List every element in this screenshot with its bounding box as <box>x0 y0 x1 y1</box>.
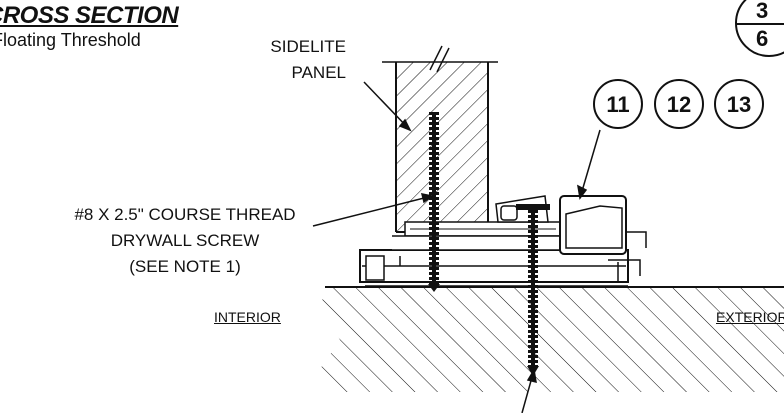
sheet-total: 6 <box>756 26 768 51</box>
sidelite-callout: SIDELITE PANEL <box>196 34 346 86</box>
sheet-number: 3 <box>756 0 768 23</box>
sidelite-label-line2: PANEL <box>291 63 347 82</box>
interior-label: INTERIOR <box>214 309 281 325</box>
detail-ref-11: 11 <box>606 92 629 117</box>
detail-bubble-12 <box>654 79 704 129</box>
sheet-reference-bubble: 3 6 <box>735 0 784 57</box>
detail-ref-13: 13 <box>727 92 751 117</box>
drywall-screw <box>428 112 440 292</box>
sidelite-panel <box>382 45 498 233</box>
drawing-subtitle: Floating Threshold <box>0 30 141 50</box>
leader-lines <box>312 81 601 414</box>
floor-section <box>318 285 784 392</box>
detail-bubble-11 <box>593 79 643 129</box>
screw-label-line1: #8 X 2.5" COURSE THREAD <box>74 205 296 224</box>
screw-label-line2: DRYWALL SCREW <box>110 231 260 250</box>
screw-label-line3: (SEE NOTE 1) <box>129 257 241 276</box>
detail-bubble-13 <box>714 79 764 129</box>
drawing-title: CROSS SECTION <box>0 2 179 29</box>
exterior-label: EXTERIOR <box>716 309 784 325</box>
detail-reference-bubbles: 11 12 13 <box>593 79 764 129</box>
detail-ref-12: 12 <box>667 92 691 117</box>
sidelite-label-line1: SIDELITE <box>270 37 346 56</box>
screw-callout: #8 X 2.5" COURSE THREAD DRYWALL SCREW (S… <box>60 202 310 280</box>
